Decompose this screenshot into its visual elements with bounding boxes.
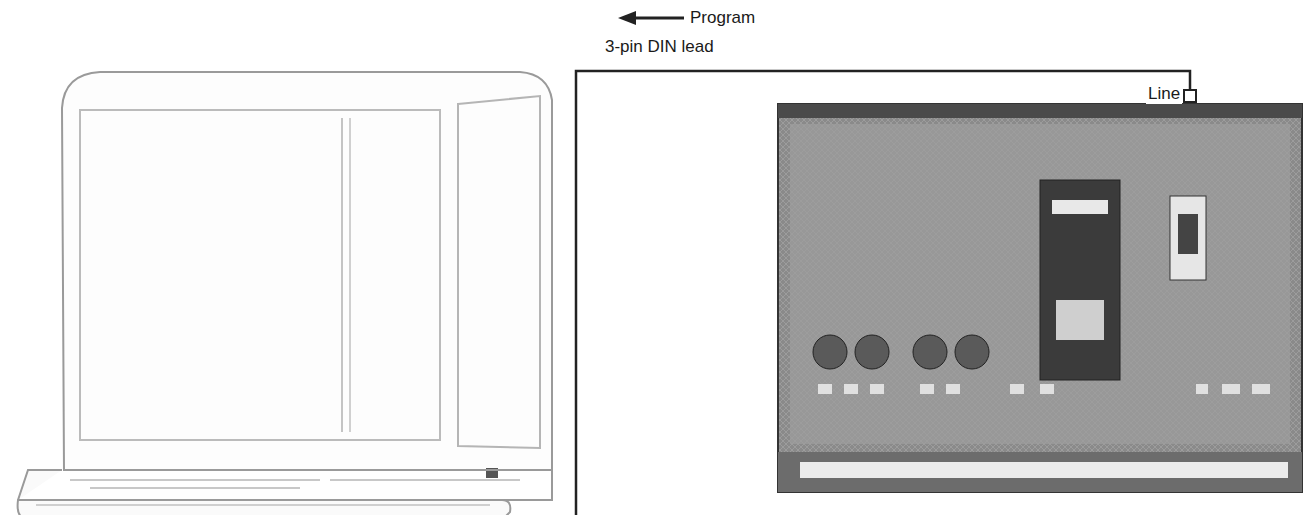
computer bbox=[18, 72, 552, 515]
label-text: Program bbox=[688, 8, 757, 28]
direction-arrow bbox=[618, 11, 684, 25]
cassette-deck bbox=[778, 104, 1302, 492]
label-text: Line bbox=[1146, 84, 1182, 104]
label-text: 3-pin DIN lead bbox=[603, 37, 716, 57]
line-socket bbox=[1184, 90, 1196, 102]
